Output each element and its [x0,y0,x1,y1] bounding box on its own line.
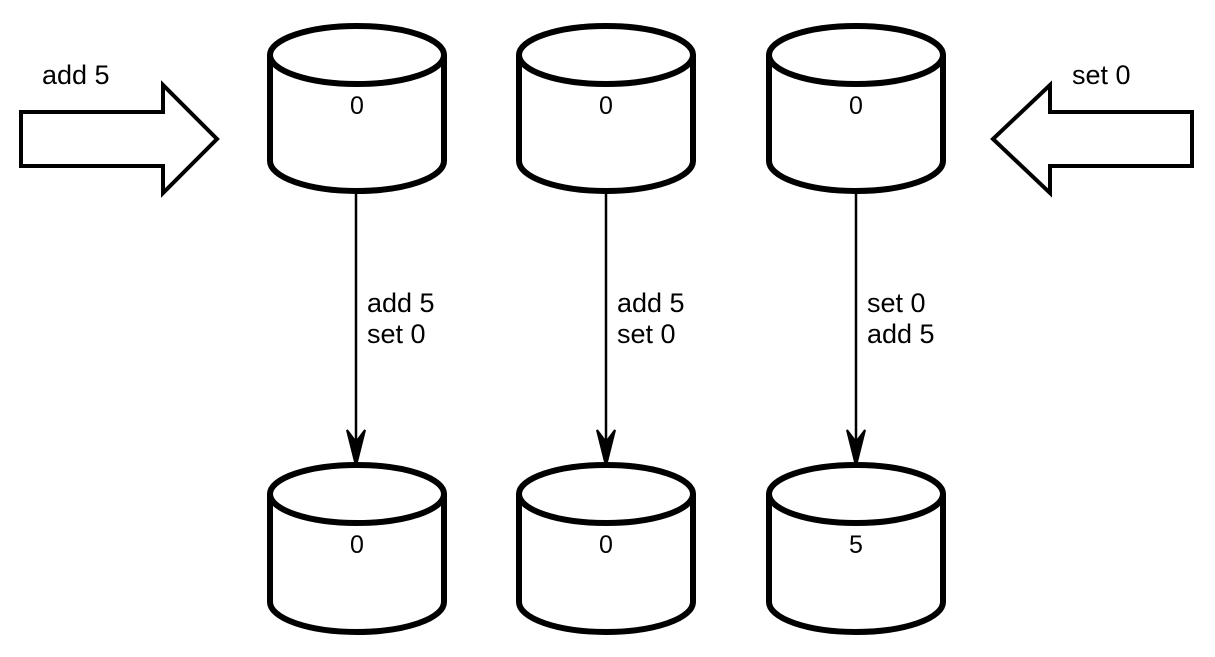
connector-arrow-1 [346,190,366,467]
edge-label-3-op-2: add 5 [867,319,935,349]
right-input-label: set 0 [1072,60,1131,90]
connector-arrow-3 [846,190,866,467]
cylinder-top-1 [267,23,447,194]
cylinder-top-2 [516,23,696,194]
connector-arrow-2 [596,190,616,467]
cylinder-top-3-value: 0 [849,92,863,120]
right-pointing-arrow [19,80,220,198]
left-pointing-arrow [990,80,1194,198]
cylinder-bottom-1 [267,462,447,635]
edge-label-3-op-1: set 0 [867,288,926,318]
cylinder-bottom-2-value: 0 [599,531,613,559]
edge-label-1-op-2: set 0 [367,319,426,349]
cylinder-bottom-1-value: 0 [350,531,364,559]
cylinder-top-3 [766,23,946,194]
cylinder-bottom-3 [766,462,946,635]
cylinder-top-1-value: 0 [350,92,364,120]
edge-label-1-op-1: add 5 [367,288,435,318]
cylinder-top-2-value: 0 [599,92,613,120]
edge-label-2-op-2: set 0 [617,319,676,349]
left-input-label: add 5 [42,60,110,90]
edge-label-2-op-1: add 5 [617,288,685,318]
cylinder-bottom-3-value: 5 [849,531,863,559]
cylinder-bottom-2 [516,462,696,635]
